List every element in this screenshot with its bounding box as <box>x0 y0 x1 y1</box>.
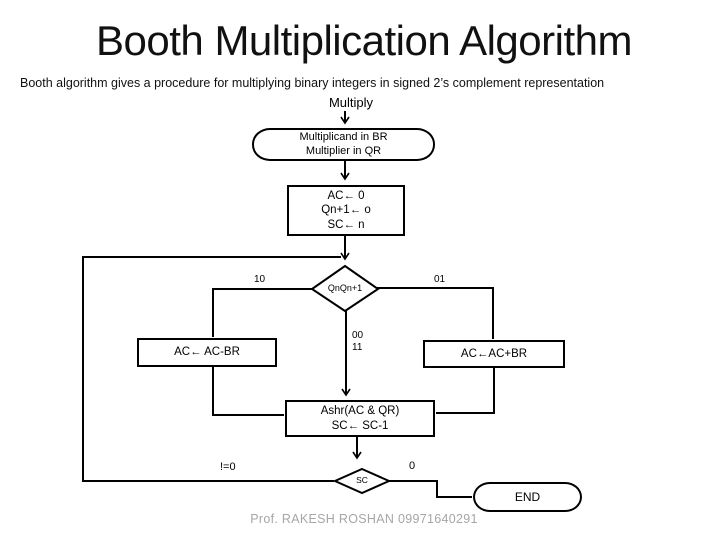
decision1-diamond <box>310 264 380 313</box>
shift-box-line2: SC← SC-1 <box>331 419 389 432</box>
init-box-line1: AC← 0 <box>327 189 365 202</box>
init-box-line3: SC← n <box>327 218 365 231</box>
add-box-label: AC←AC+BR <box>460 347 528 360</box>
decision2-label: SC <box>356 475 368 485</box>
decision2-diamond <box>332 467 392 495</box>
subtitle-text: Booth algorithm gives a procedure for mu… <box>20 76 605 90</box>
decision1-label: QnQn+1 <box>327 283 363 293</box>
connector-loop-feedback <box>82 256 341 482</box>
page-title: Booth Multiplication Algorithm <box>96 17 632 64</box>
io-oval-line2: Multiplier in QR <box>305 144 382 157</box>
shift-box-line1: Ashr(AC & QR) <box>320 405 400 418</box>
loop-label-zero: 0 <box>409 460 416 472</box>
subtract-box-label: AC← AC-BR <box>174 346 240 359</box>
footer-credit: Prof. RAKESH ROSHAN 09971640291 <box>250 512 478 526</box>
connector-decision2-to-end <box>389 480 472 498</box>
io-oval: Multiplicand in BR Multiplier in QR <box>252 128 435 161</box>
connector-decision1-left <box>212 288 313 337</box>
branch-label-11: 11 <box>352 342 363 353</box>
end-oval: END <box>473 482 582 512</box>
end-oval-label: END <box>514 489 541 504</box>
branch-label-01: 01 <box>434 274 446 285</box>
branch-label-10: 10 <box>254 274 266 285</box>
connector-subtract-to-shift <box>212 366 284 416</box>
init-box-line2: Qn+1← o <box>321 204 371 217</box>
loop-label-not-zero: !=0 <box>220 461 236 473</box>
branch-label-00: 00 <box>352 330 364 341</box>
connector-add-to-shift <box>436 367 495 414</box>
io-oval-line1: Multiplicand in BR <box>299 130 388 143</box>
shift-box: Ashr(AC & QR) SC← SC-1 <box>285 400 435 437</box>
add-box: AC←AC+BR <box>423 340 565 368</box>
start-label: Multiply <box>328 95 374 110</box>
subtract-box: AC← AC-BR <box>137 338 277 367</box>
connector-decision1-right <box>377 287 494 339</box>
init-box: AC← 0 Qn+1← o SC← n <box>287 185 405 236</box>
